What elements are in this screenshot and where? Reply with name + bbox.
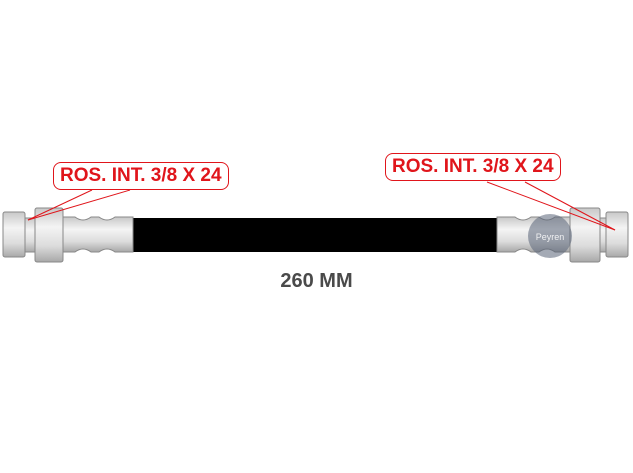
svg-text:Peyren: Peyren [536,232,565,242]
hose-length-label: 260 MM [280,270,353,292]
left-fitting [2,207,134,263]
hose-body [133,218,501,252]
right-thread-callout: ROS. INT. 3/8 X 24 [385,153,561,181]
left-thread-callout: ROS. INT. 3/8 X 24 [53,162,229,190]
callout-lines [27,181,616,231]
watermark-logo [528,214,572,258]
